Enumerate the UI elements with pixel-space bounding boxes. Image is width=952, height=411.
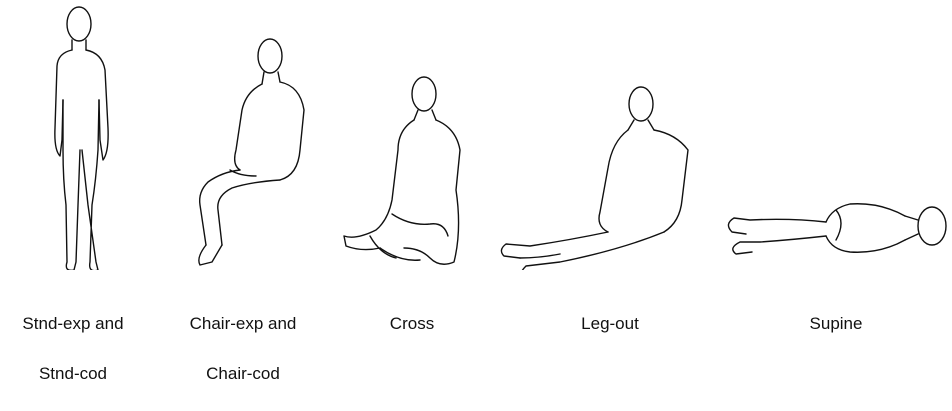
- caption-supine: Supine: [776, 286, 896, 361]
- caption-supine-line-1: Supine: [776, 311, 896, 336]
- caption-cross: Cross: [352, 286, 472, 361]
- caption-chair: Chair-exp and Chair-cod: [168, 286, 318, 411]
- caption-chair-line-2: Chair-cod: [168, 361, 318, 386]
- supine-figure: [728, 204, 946, 254]
- chair-sitting-figure: [199, 39, 304, 265]
- caption-standing-line-2: Stnd-cod: [0, 361, 146, 386]
- caption-standing-line-1: Stnd-exp and: [0, 311, 146, 336]
- caption-leg-out: Leg-out: [550, 286, 670, 361]
- caption-leg-out-line-1: Leg-out: [550, 311, 670, 336]
- posture-illustrations: [0, 0, 952, 270]
- caption-chair-line-1: Chair-exp and: [168, 311, 318, 336]
- cross-legged-figure: [344, 77, 460, 264]
- caption-standing: Stnd-exp and Stnd-cod: [0, 286, 146, 411]
- caption-cross-line-1: Cross: [352, 311, 472, 336]
- leg-out-figure: [501, 87, 688, 270]
- standing-figure: [55, 7, 108, 270]
